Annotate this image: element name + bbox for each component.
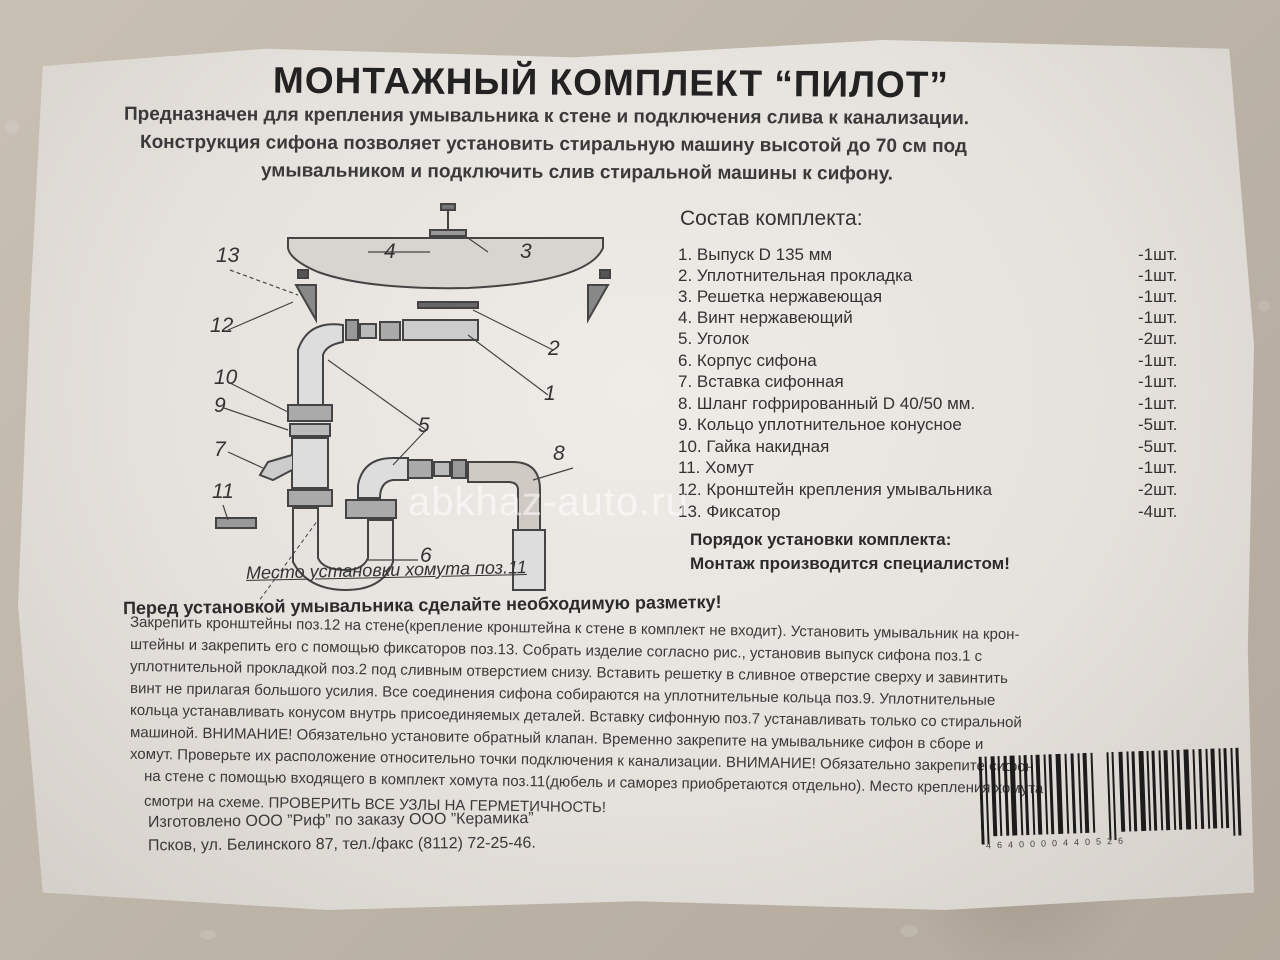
callout-2: 2 [547, 337, 560, 360]
siphon-diagram: 13 4 3 12 2 10 1 9 5 7 8 11 6 [210, 203, 611, 600]
kit-item-qty: -1шт. [1138, 394, 1178, 413]
kit-item-qty: -4шт. [1138, 502, 1178, 521]
kit-item-qty: -1шт. [1138, 266, 1178, 285]
callout-4: 4 [384, 240, 396, 263]
kit-item-qty: -5шт. [1138, 415, 1178, 434]
order-note: Монтаж производится специалистом! [690, 554, 1010, 573]
kit-item-label: 9. Кольцо уплотнительное конусное [678, 415, 962, 434]
callout-5: 5 [418, 414, 430, 437]
watermark: abkhaz-auto.ru [408, 480, 689, 524]
callout-12: 12 [210, 314, 234, 337]
callout-6: 6 [420, 544, 432, 567]
callout-7: 7 [214, 438, 227, 461]
kit-item-label: 10. Гайка накидная [678, 437, 830, 456]
instruction-sheet: МОНТАЖНЫЙ КОМПЛЕКТ “ПИЛОТ” Предназначен … [18, 40, 1254, 910]
kit-item-label: 5. Уголок [678, 329, 749, 348]
kit-item-label: 12. Кронштейн крепления умывальника [678, 480, 993, 499]
kit-item-label: 1. Выпуск D 135 мм [678, 245, 833, 264]
kit-item-qty: -1шт. [1138, 458, 1178, 477]
barcode [978, 747, 1242, 845]
kit-item-qty: -1шт. [1138, 287, 1178, 306]
order-heading: Порядок установки комплекта: [690, 530, 952, 549]
intro-line-3: умывальником и подключить слив стирально… [260, 160, 893, 185]
document-title: МОНТАЖНЫЙ КОМПЛЕКТ “ПИЛОТ” [272, 59, 950, 106]
callout-8: 8 [553, 442, 565, 465]
callout-9: 9 [214, 394, 226, 417]
kit-item-qty: -2шт. [1138, 329, 1178, 348]
kit-item-qty: -5шт. [1138, 437, 1178, 456]
kit-item-label: 8. Шланг гофрированный D 40/50 мм. [678, 394, 976, 413]
intro-line-1: Предназначен для крепления умывальника к… [123, 103, 970, 130]
kit-item-label: 6. Корпус сифона [678, 351, 817, 370]
callout-11: 11 [212, 480, 234, 503]
kit-item-qty: -1шт. [1138, 245, 1178, 264]
kit-item-label: 11. Хомут [678, 458, 754, 477]
kit-item-label: 7. Вставка сифонная [678, 372, 844, 391]
kit-heading: Состав комплекта: [680, 207, 863, 230]
callout-10: 10 [214, 366, 238, 389]
kit-item-label: 13. Фиксатор [678, 502, 781, 521]
callout-13: 13 [216, 244, 240, 267]
callout-3: 3 [520, 240, 532, 263]
kit-item-qty: -1шт. [1138, 351, 1178, 370]
manufacturer-line-1: Изготовлено ООО ”Риф” по заказу ООО ”Кер… [147, 809, 534, 832]
kit-item-label: 3. Решетка нержавеющая [678, 287, 883, 306]
kit-item-qty: -2шт. [1138, 480, 1178, 499]
kit-item-label: 2. Уплотнительная прокладка [678, 266, 913, 285]
kit-item-qty: -1шт. [1138, 308, 1178, 327]
kit-item-label: 4. Винт нержавеющий [678, 308, 853, 327]
callout-1: 1 [544, 382, 556, 405]
manufacturer-line-2: Псков, ул. Белинского 87, тел./факс (811… [147, 834, 536, 855]
intro-line-2: Конструкция сифона позволяет установить … [139, 131, 968, 158]
kit-item-qty: -1шт. [1138, 372, 1178, 391]
